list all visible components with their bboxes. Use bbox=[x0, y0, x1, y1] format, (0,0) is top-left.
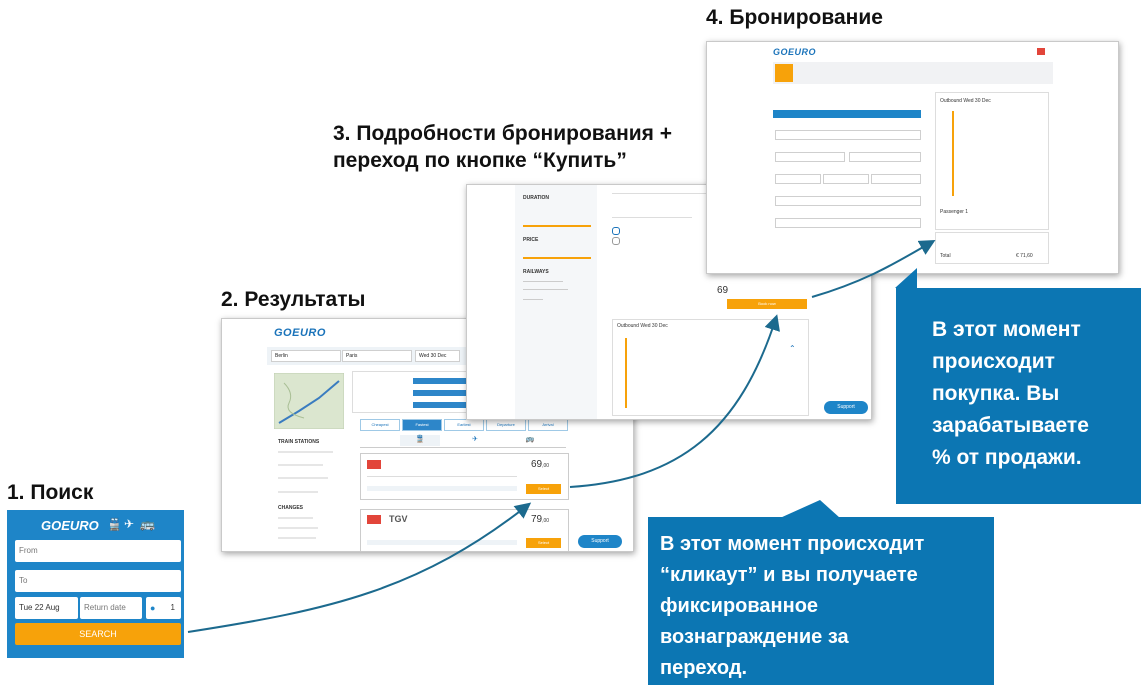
train-icon[interactable]: 🚆 bbox=[107, 517, 122, 531]
checkout-callout: В этот момент происходит “кликаут” и вы … bbox=[648, 517, 994, 685]
sncf-logo bbox=[367, 515, 381, 524]
details-filter-panel: DURATION PRICE RAILWAYS bbox=[515, 185, 597, 419]
filter-changes-title: CHANGES bbox=[278, 505, 304, 511]
total-label: Total bbox=[940, 253, 951, 259]
results-from-field[interactable]: Berlin bbox=[271, 350, 341, 362]
purchase-callout-text: В этот момент происходит покупка. Вы зар… bbox=[932, 318, 1089, 469]
route-map[interactable] bbox=[273, 372, 345, 430]
booking-outbound-panel: Outbound Wed 30 Dec Passenger 1 bbox=[935, 92, 1049, 230]
person-icon: ● bbox=[150, 603, 156, 613]
plane-icon[interactable]: ✈ bbox=[124, 517, 135, 531]
price-summary: Total € 71,60 bbox=[935, 232, 1049, 264]
last-name-field[interactable] bbox=[849, 152, 921, 162]
passenger-details-header: Passenger details bbox=[773, 110, 921, 125]
filter-price: PRICE bbox=[523, 237, 539, 243]
card1-price: 69,00 bbox=[531, 459, 550, 470]
details-support-button[interactable]: Support bbox=[824, 401, 868, 414]
passenger-1-label: Passenger 1 bbox=[940, 209, 969, 215]
card2-select-button[interactable]: Select bbox=[526, 538, 561, 548]
booking-logo: GOEURO bbox=[773, 47, 817, 57]
filter-stations-title: TRAIN STATIONS bbox=[278, 439, 320, 445]
results-date-field[interactable]: Wed 30 Dec bbox=[415, 350, 460, 362]
transport-tabs: 🚆 ✈ 🚌 bbox=[360, 435, 566, 448]
results-to-field[interactable]: Paris bbox=[342, 350, 412, 362]
card2-price: 79,00 bbox=[531, 514, 550, 525]
tab-earliest[interactable]: Earliest bbox=[444, 419, 484, 431]
buy-button[interactable]: Book now bbox=[727, 299, 807, 309]
info-icon bbox=[775, 64, 793, 82]
bus-icon[interactable]: 🚌 bbox=[140, 517, 155, 531]
search-button[interactable]: SEARCH bbox=[15, 623, 181, 645]
tab-cheapest[interactable]: Cheapest bbox=[360, 419, 400, 431]
card1-select-button[interactable]: Select bbox=[526, 484, 561, 494]
seat-radio-1[interactable] bbox=[612, 227, 620, 235]
month-select[interactable] bbox=[823, 174, 869, 184]
purchase-callout-pointer bbox=[895, 268, 917, 288]
outbound-panel: Outbound Wed 30 Dec ⌃ bbox=[612, 319, 809, 416]
plane-tab-icon[interactable]: ✈ bbox=[472, 436, 478, 443]
passengers-input[interactable]: ● 1 bbox=[146, 597, 181, 619]
return-date-input[interactable]: Return date bbox=[80, 597, 142, 619]
mode-summary-table bbox=[352, 371, 474, 413]
tab-fastest[interactable]: Fastest bbox=[402, 419, 442, 431]
db-logo bbox=[367, 460, 381, 469]
title-select[interactable] bbox=[775, 130, 921, 140]
result-card-2[interactable]: TGV 79,00 Select bbox=[360, 509, 569, 551]
purchase-callout: В этот момент происходит покупка. Вы зар… bbox=[896, 288, 1141, 504]
card2-brand: TGV bbox=[389, 514, 408, 524]
step-3-label-line2: переход по кнопке “Купить” bbox=[333, 149, 627, 172]
results-logo: GOEURO bbox=[274, 327, 326, 339]
booking-notice bbox=[773, 62, 1053, 84]
departure-date-input[interactable]: Tue 22 Aug bbox=[15, 597, 78, 619]
booking-screenshot: GOEURO Passenger details Outbound Wed 30… bbox=[706, 41, 1119, 274]
tab-departure[interactable]: Departure bbox=[486, 419, 526, 431]
filter-duration: DURATION bbox=[523, 195, 550, 201]
results-support-button[interactable]: Support bbox=[578, 535, 622, 548]
search-widget-logo: GOEURO bbox=[41, 518, 99, 533]
map-route-icon bbox=[273, 372, 345, 430]
details-price: 69 bbox=[717, 285, 729, 296]
year-select[interactable] bbox=[871, 174, 921, 184]
step-2-label: 2. Результаты bbox=[221, 288, 366, 311]
search-widget: GOEURO 🚆 ✈ 🚌 From To Tue 22 Aug Return d… bbox=[7, 510, 184, 658]
collapse-chevron-icon[interactable]: ⌃ bbox=[789, 344, 796, 353]
discount-card-select[interactable] bbox=[775, 196, 921, 206]
from-input[interactable]: From bbox=[15, 540, 181, 562]
step-1-label: 1. Поиск bbox=[7, 481, 94, 504]
duration-slider[interactable] bbox=[523, 225, 591, 227]
seat-radio-2[interactable] bbox=[612, 237, 620, 245]
outbound-label: Outbound Wed 30 Dec bbox=[617, 323, 668, 329]
bus-tab-icon[interactable]: 🚌 bbox=[525, 436, 535, 443]
filter-railways: RAILWAYS bbox=[523, 269, 549, 275]
db-badge bbox=[1037, 48, 1045, 55]
total-price: € 71,60 bbox=[1016, 253, 1033, 259]
result-card-1[interactable]: 69,00 Select bbox=[360, 453, 569, 500]
booking-outbound-label: Outbound Wed 30 Dec bbox=[940, 98, 991, 104]
checkout-callout-pointer bbox=[780, 500, 840, 518]
day-select[interactable] bbox=[775, 174, 821, 184]
route-timeline bbox=[625, 338, 627, 408]
step-4-label: 4. Бронирование bbox=[706, 6, 883, 29]
railcard-field[interactable] bbox=[775, 218, 921, 228]
price-slider[interactable] bbox=[523, 257, 591, 259]
step-3-label-line1: 3. Подробности бронирования + bbox=[333, 122, 673, 145]
first-name-field[interactable] bbox=[775, 152, 845, 162]
tab-arrival[interactable]: Arrival bbox=[528, 419, 568, 431]
booking-route-timeline bbox=[952, 111, 954, 196]
train-tab-icon[interactable]: 🚆 bbox=[400, 435, 440, 446]
checkout-callout-text: В этот момент происходит “кликаут” и вы … bbox=[660, 533, 925, 679]
to-input[interactable]: To bbox=[15, 570, 181, 592]
